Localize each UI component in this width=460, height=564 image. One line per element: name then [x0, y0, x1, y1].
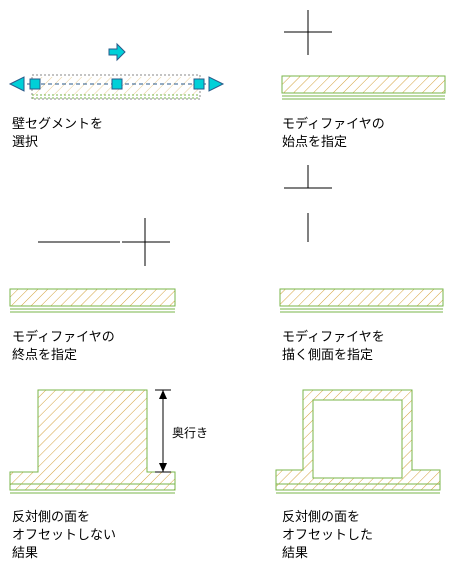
direction-arrow-icon[interactable] — [108, 42, 126, 62]
dimension-arrow-up-icon — [159, 390, 167, 399]
caption-line: 反対側の面を — [12, 510, 91, 525]
wall-body — [9, 288, 176, 307]
step2-start-point — [281, 10, 446, 100]
step3-end-point — [9, 218, 176, 313]
step5-result-no-offset — [9, 389, 176, 494]
caption-line: 反対側の面を — [282, 510, 361, 525]
dimension-arrow-down-icon — [159, 463, 167, 472]
wall-body — [279, 288, 444, 307]
grip-left-icon[interactable] — [29, 78, 41, 90]
grip-right-icon[interactable] — [193, 78, 205, 90]
modifier-hollow-shape — [275, 389, 441, 491]
step4-side-cursor — [284, 165, 332, 242]
step1-selected-wall — [8, 42, 225, 100]
caption-line: 壁セグメントを — [12, 117, 104, 132]
modifier-solid-shape — [9, 389, 176, 491]
step6-result-offset — [275, 389, 441, 494]
end-grip-left-icon[interactable] — [8, 76, 25, 92]
caption-line: 描く側面を指定 — [282, 348, 374, 363]
step4-wall — [279, 288, 444, 313]
caption-line: モディファイヤの — [282, 117, 385, 132]
caption-step6: 反対側の面を オフセットした 結果 — [282, 509, 373, 563]
caption-line: 結果 — [282, 546, 309, 561]
caption-line: 選択 — [12, 135, 39, 150]
caption-step5: 反対側の面を オフセットしない 結果 — [12, 509, 116, 563]
caption-line: 終点を指定 — [12, 348, 78, 363]
caption-line: 始点を指定 — [282, 135, 348, 150]
caption-line: オフセットした — [282, 528, 374, 543]
grip-middle-icon[interactable] — [111, 78, 123, 90]
end-grip-right-icon[interactable] — [208, 76, 225, 92]
caption-step3: モディファイヤの 終点を指定 — [12, 329, 115, 365]
caption-line: モディファイヤの — [12, 330, 115, 345]
depth-label: 奥行き — [172, 426, 209, 440]
caption-line: 結果 — [12, 546, 39, 561]
caption-line: オフセットしない — [12, 528, 117, 543]
caption-step2: モディファイヤの 始点を指定 — [282, 116, 385, 152]
wall-body — [281, 75, 446, 94]
caption-line: モディファイヤを — [282, 330, 385, 345]
caption-step4: モディファイヤを 描く側面を指定 — [282, 329, 385, 365]
caption-step1: 壁セグメントを 選択 — [12, 116, 103, 152]
